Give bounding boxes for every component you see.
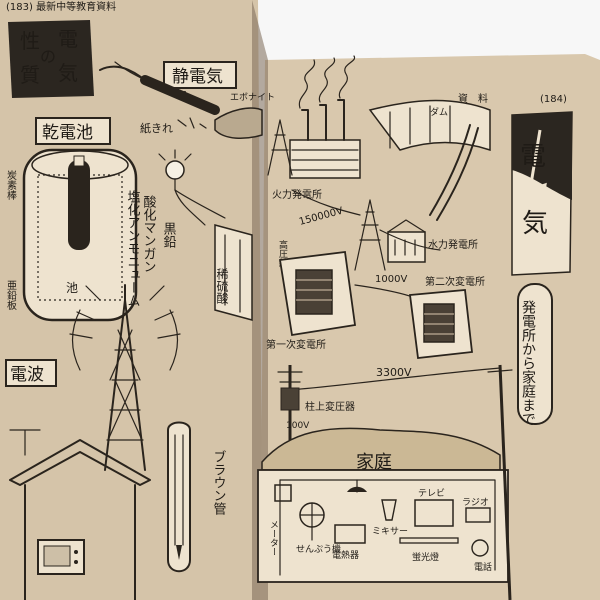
pole-transformer: 柱上変圧器 100V bbox=[277, 365, 355, 440]
primary-substation-label: 第一次変電所 bbox=[266, 338, 326, 351]
home-tv-icon bbox=[414, 499, 454, 527]
nh4cl-label: 塩化アンモニューム bbox=[125, 190, 141, 307]
hydro-power-plant: 水力発電所 bbox=[387, 219, 478, 263]
thermal-power-plant: 火力発電所 bbox=[272, 55, 361, 201]
line-1 bbox=[291, 189, 361, 216]
pole-transformer-label: 柱上変圧器 bbox=[305, 400, 355, 413]
right-header-title: 資 料 bbox=[458, 92, 488, 105]
zinc-label: 亜鉛板 bbox=[5, 280, 17, 311]
utility-pole-right bbox=[498, 364, 512, 600]
meter-icon bbox=[274, 484, 292, 502]
light-bulb bbox=[165, 160, 185, 180]
title-char-ki: 気 bbox=[58, 61, 78, 85]
fluorescent-label: 蛍光燈 bbox=[412, 551, 439, 563]
left-house bbox=[9, 429, 151, 600]
fluorescent-icon bbox=[399, 537, 459, 544]
line-3300 bbox=[289, 367, 501, 391]
static-electricity: 静電気 紙きれ エボナイト bbox=[99, 61, 275, 140]
radio-wave-label: 電波 bbox=[10, 365, 44, 385]
tv-label: テレビ bbox=[418, 488, 445, 499]
ceiling-lamp bbox=[347, 486, 367, 492]
graphite-label: 黒鉛 bbox=[161, 222, 177, 248]
acid-jar bbox=[214, 224, 253, 321]
mno2-label: 酸化マンガン bbox=[141, 195, 157, 273]
high-voltage-line-label: 高圧線 bbox=[277, 239, 288, 267]
station-to-home-text: 発電所から家庭まで bbox=[520, 300, 536, 426]
radio-wave-label-box bbox=[5, 359, 57, 387]
bulb-circuit: 稀硫酸 bbox=[158, 149, 253, 321]
home-label: 家庭 bbox=[356, 452, 392, 473]
primary-substation: 第一次変電所 bbox=[266, 250, 357, 351]
secondary-substation: 第二次変電所 bbox=[408, 275, 485, 359]
hydro-plant-label: 水力発電所 bbox=[428, 238, 478, 251]
tower-2 bbox=[354, 199, 386, 271]
dry-cell-label-box bbox=[35, 117, 111, 145]
title-char-no: の bbox=[40, 47, 56, 66]
braun-tube: ブラウン管 bbox=[167, 421, 227, 573]
meter-label: メーター bbox=[268, 520, 279, 556]
dam: ダム bbox=[368, 99, 491, 221]
ebonite-label: エボナイト bbox=[230, 92, 275, 103]
phone-label: 電話 bbox=[474, 561, 492, 573]
banner-char-ki: 気 bbox=[522, 209, 548, 239]
electricity-properties-title: 電 気 の 性 質 bbox=[8, 20, 94, 98]
paper-label: 紙きれ bbox=[140, 121, 173, 135]
voltage-1000: 1000V bbox=[375, 274, 407, 285]
radio-tower bbox=[69, 284, 181, 471]
tower-1 bbox=[267, 119, 293, 176]
left-header: (183) 最新中等教育資料 bbox=[6, 0, 116, 13]
radio-icon bbox=[465, 507, 491, 523]
voltage-3300: 3300V bbox=[376, 366, 412, 379]
title-char-shitsu: 質 bbox=[20, 63, 40, 87]
banner-char-den: 電 bbox=[520, 142, 546, 172]
stove-label: 電熱器 bbox=[332, 549, 359, 561]
secondary-substation-label: 第二次変電所 bbox=[425, 275, 485, 288]
radio-label: ラジオ bbox=[462, 497, 489, 508]
carbon-label: 炭素棒 bbox=[5, 170, 17, 201]
dry-cell-label: 乾電池 bbox=[42, 123, 93, 143]
spine-shadow bbox=[252, 0, 268, 600]
voltage-100: 100V bbox=[286, 421, 310, 431]
dry-cell: 池 bbox=[22, 148, 138, 322]
title-char-sei: 性 bbox=[20, 29, 40, 53]
right-page-number: (184) bbox=[540, 94, 567, 105]
dam-label: ダム bbox=[430, 106, 448, 118]
carbon-rod bbox=[68, 160, 90, 250]
cell-inner-text: 池 bbox=[66, 281, 78, 295]
acid-label: 稀硫酸 bbox=[215, 268, 229, 304]
mixer-label: ミキサー bbox=[372, 526, 408, 537]
static-label: 静電気 bbox=[172, 67, 223, 87]
ebonite-rod bbox=[140, 75, 220, 115]
phone-icon bbox=[471, 539, 489, 557]
title-char-den: 電 bbox=[58, 27, 78, 51]
stove-icon bbox=[334, 524, 366, 544]
mixer-icon bbox=[381, 499, 397, 521]
thermal-plant-label: 火力発電所 bbox=[272, 188, 322, 201]
fan-label: せんぷう機 bbox=[296, 543, 341, 555]
fur-cloth bbox=[214, 107, 263, 140]
electricity-banner: 電 気 bbox=[511, 111, 573, 276]
left-house-antenna bbox=[9, 429, 41, 456]
station-to-home-label: 発電所から家庭まで bbox=[517, 283, 553, 426]
home: 家庭 メーター せんぷう機 電熱器 ミキサー テレビ ラジオ 蛍光燈 電話 bbox=[257, 427, 509, 583]
braun-tube-label: ブラウン管 bbox=[211, 449, 227, 516]
